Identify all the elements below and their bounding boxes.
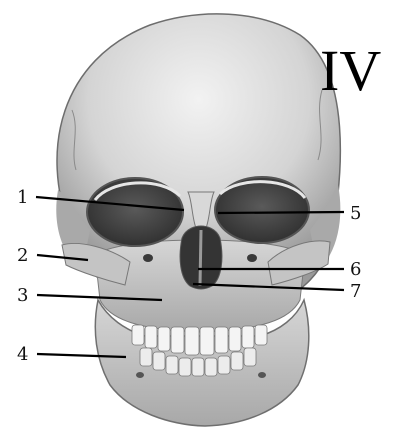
label-4: 4 — [17, 344, 28, 365]
mental-foramen-right — [258, 372, 266, 378]
label-5: 5 — [350, 203, 361, 224]
panel-label: IV — [320, 38, 381, 103]
foramen-right — [247, 254, 257, 262]
label-7: 7 — [350, 281, 361, 302]
label-2: 2 — [17, 245, 28, 266]
label-6: 6 — [350, 259, 361, 280]
mental-foramen-left — [136, 372, 144, 378]
nasal-septum — [200, 230, 201, 286]
label-3: 3 — [17, 285, 28, 306]
leader-line-5 — [218, 212, 344, 213]
foramen-left — [143, 254, 153, 262]
skull-illustration — [56, 14, 340, 426]
label-1: 1 — [17, 187, 28, 208]
